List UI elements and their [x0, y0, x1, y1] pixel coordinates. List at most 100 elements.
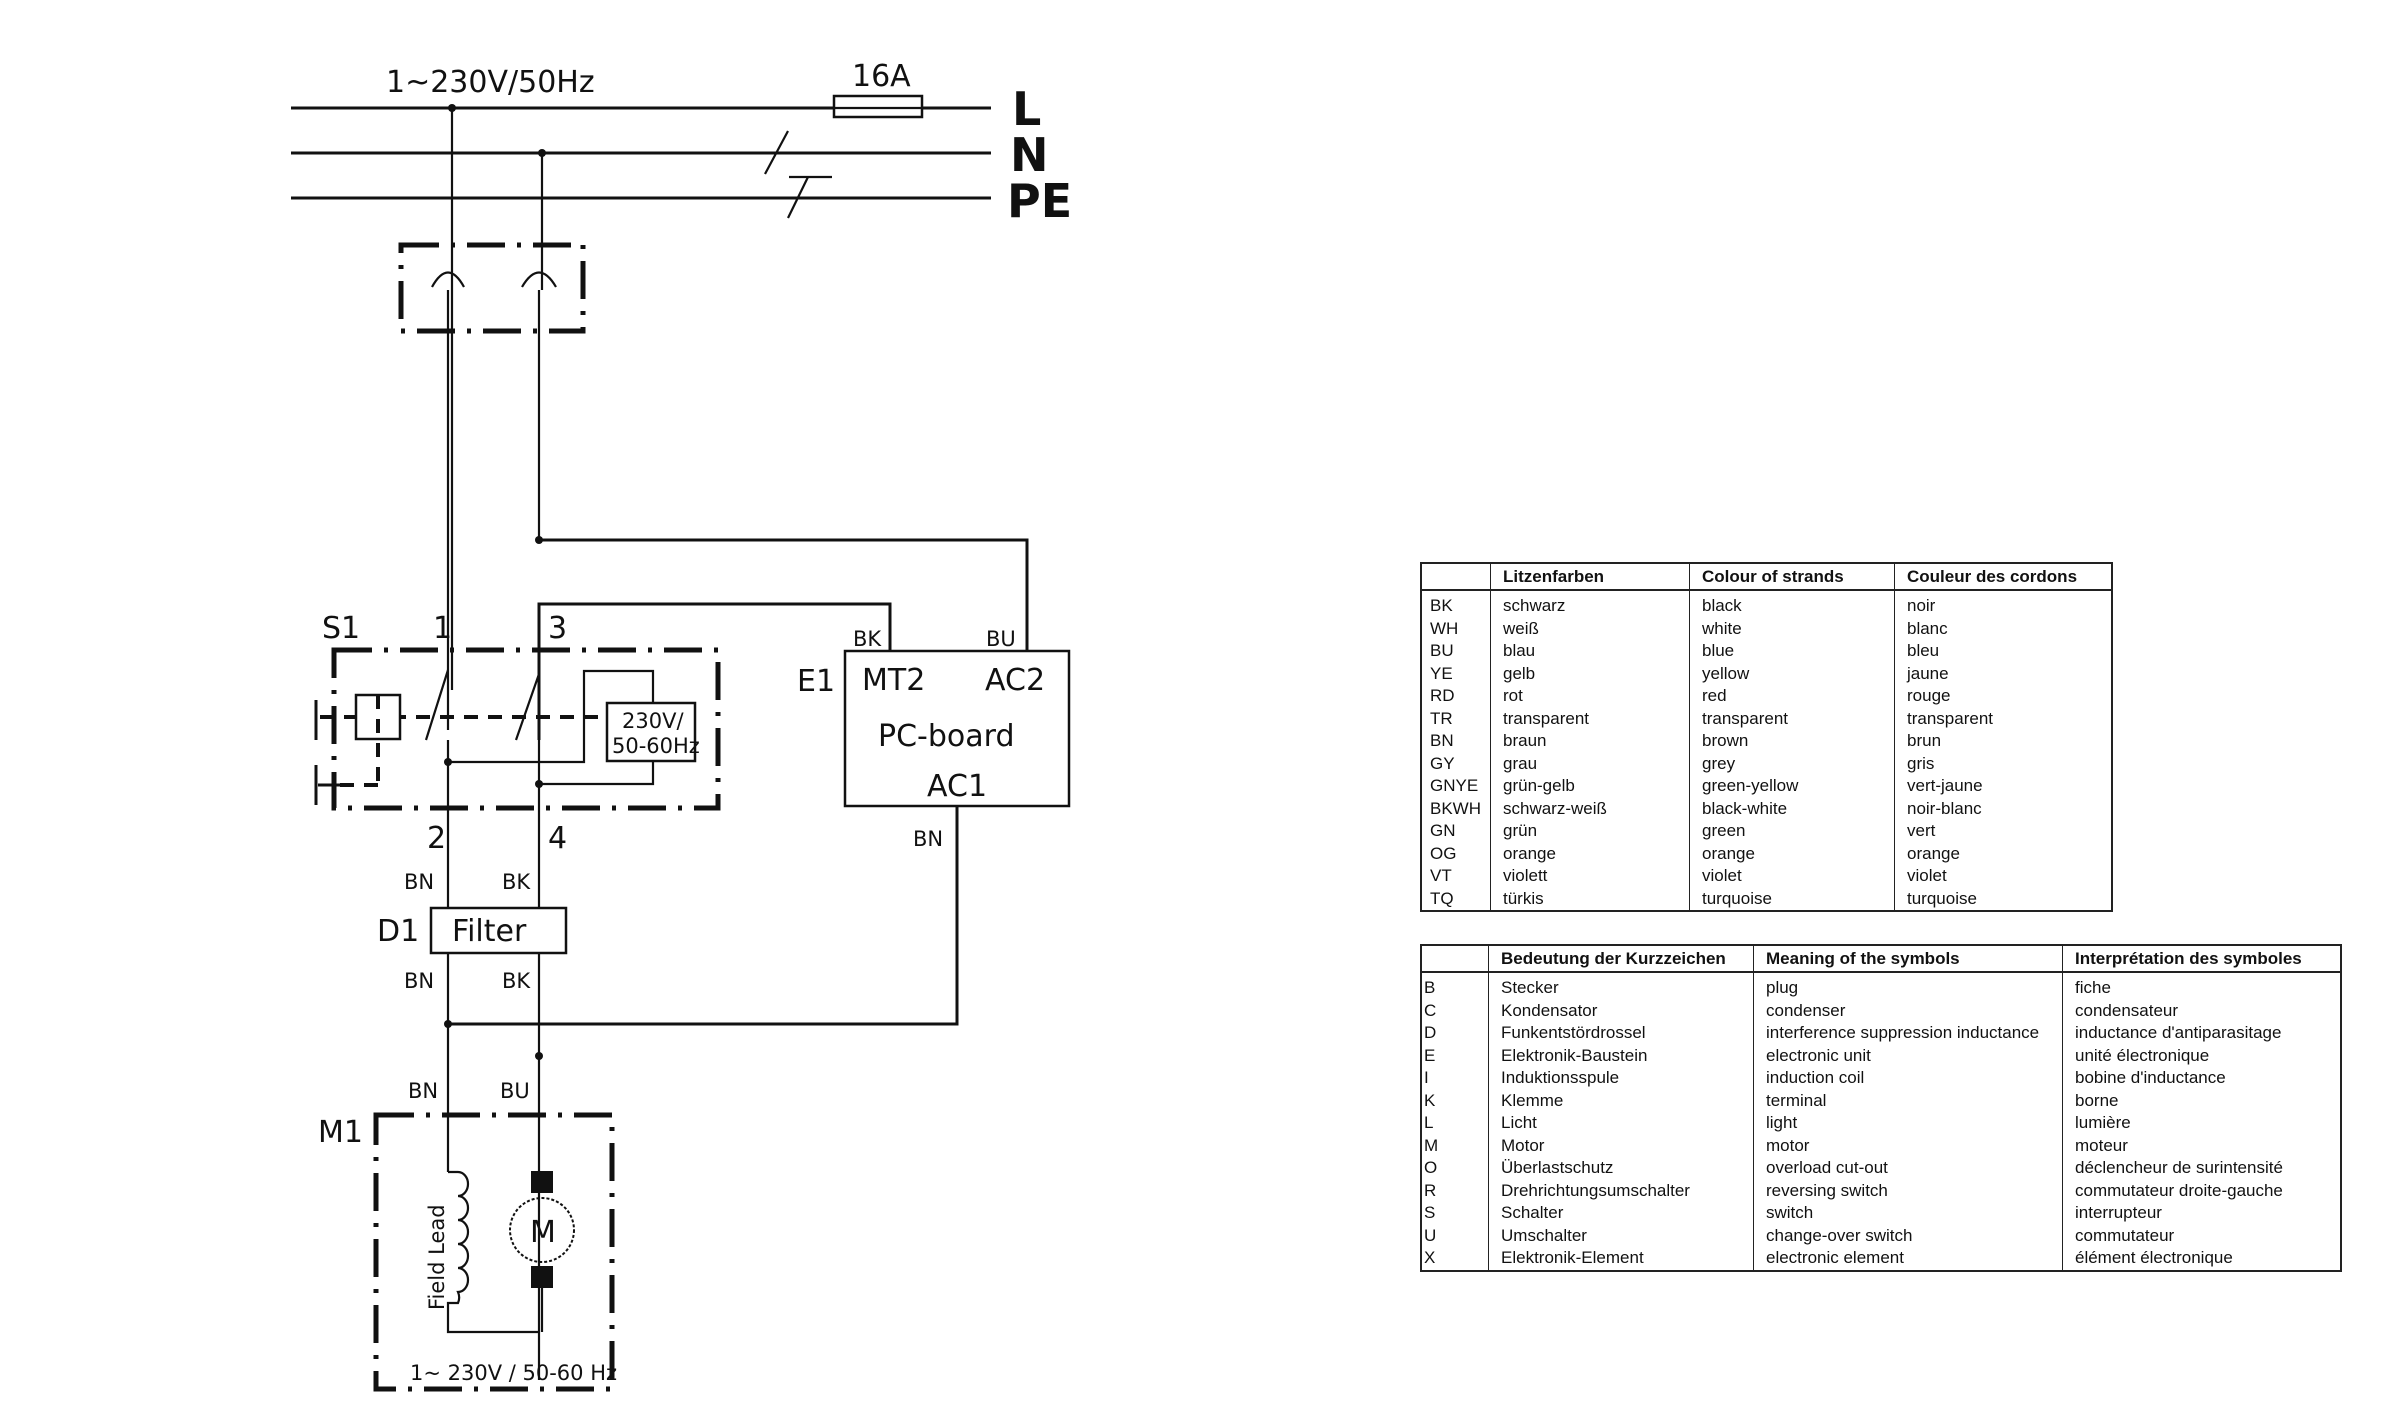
cell-code: GY	[1430, 753, 1455, 773]
motor-rating: 1~ 230V / 50-60 Hz	[410, 1361, 617, 1385]
cell-french: rouge	[1894, 685, 2112, 708]
header-code	[1421, 945, 1489, 973]
cell-code: TR	[1430, 708, 1453, 728]
cell-german: Induktionsspule	[1488, 1067, 1754, 1090]
symbol-legend-table: Bedeutung der Kurzzeichen Meaning of the…	[1420, 944, 2342, 1272]
cell-code: B	[1424, 978, 1436, 997]
cell-code: TQ	[1430, 888, 1454, 908]
pcb-wire-ac2-label: BU	[986, 627, 1016, 651]
cell-code: L	[1424, 1113, 1434, 1132]
cell-english: plug	[1753, 972, 2063, 1000]
cell-english: overload cut-out	[1753, 1157, 2063, 1180]
header-french: Interprétation des symboles	[2062, 945, 2341, 973]
cell-code: BU	[1430, 641, 1454, 660]
cell-english: brown	[1689, 730, 1895, 753]
cell-french: turquoise	[1894, 887, 2112, 911]
pcb-wire-ac1-label: BN	[913, 827, 943, 851]
cell-german: schwarz	[1490, 590, 1690, 618]
cell-english: turquoise	[1689, 887, 1895, 911]
cell-english: motor	[1753, 1134, 2063, 1157]
cell-english: black-white	[1689, 797, 1895, 820]
cell-code: RD	[1430, 686, 1455, 705]
switch-terminal-4: 4	[548, 821, 567, 856]
header-english: Meaning of the symbols	[1753, 945, 2063, 973]
cell-english: reversing switch	[1753, 1179, 2063, 1202]
cell-english: orange	[1689, 842, 1895, 865]
cell-german: grün-gelb	[1490, 775, 1690, 798]
cell-german: blau	[1490, 640, 1690, 663]
colour-legend-table: Litzenfarben Colour of strands Couleur d…	[1420, 562, 2113, 912]
cell-code: I	[1424, 1068, 1429, 1087]
cell-german: Elektronik-Element	[1488, 1247, 1754, 1271]
cell-code: BKWH	[1430, 798, 1481, 818]
switch-ref: S1	[322, 611, 360, 646]
cell-code: OG	[1430, 843, 1457, 863]
cell-german: orange	[1490, 842, 1690, 865]
colour-table-header: Litzenfarben Colour of strands Couleur d…	[1421, 563, 2112, 591]
pcb-pin-ac2: AC2	[985, 663, 1045, 698]
junction-lamp-1	[444, 758, 452, 766]
plug-enclosure	[398, 242, 586, 334]
plug-b	[398, 242, 586, 334]
switch-lamp-label-1: 230V/	[622, 709, 684, 733]
pcb-box	[843, 649, 1071, 808]
cell-french: lumière	[2062, 1112, 2341, 1135]
cell-french: bleu	[1894, 640, 2112, 663]
filter-d1: D1 Filter BN BK BN BK	[377, 870, 568, 993]
cell-code: X	[1424, 1248, 1436, 1267]
symbol-table-header: Bedeutung der Kurzzeichen Meaning of the…	[1421, 945, 2341, 973]
cell-english: green-yellow	[1689, 775, 1895, 798]
pcb-ref: E1	[797, 664, 835, 699]
cell-english: red	[1689, 685, 1895, 708]
cell-code: BN	[1430, 731, 1454, 750]
cell-french: vert	[1894, 820, 2112, 843]
field-coil	[446, 1170, 539, 1334]
cell-code: WH	[1430, 618, 1459, 638]
motor-ref: M1	[318, 1115, 363, 1150]
cell-french: transparent	[1894, 707, 2112, 730]
cell-code: D	[1424, 1023, 1437, 1042]
wire-t3-to-mt2	[537, 602, 892, 740]
cell-german: Umschalter	[1488, 1224, 1754, 1247]
junction-lamp-2	[535, 780, 543, 788]
cell-french: inductance d'antiparasitage	[2062, 1022, 2341, 1045]
fuse-label: 16A	[852, 59, 911, 94]
pcb-pin-ac1: AC1	[927, 769, 987, 804]
cell-german: Überlastschutz	[1488, 1157, 1754, 1180]
switch-lamp-label-2: 50-60Hz	[612, 734, 700, 758]
cell-french: violet	[1894, 865, 2112, 888]
header-german: Litzenfarben	[1490, 563, 1690, 591]
switch-s1: 230V/ 50-60Hz S1 1 3 2 4	[314, 611, 721, 1380]
switch-terminal-2: 2	[427, 821, 446, 856]
cell-english: interference suppression inductance	[1753, 1022, 2063, 1045]
cell-code: VT	[1430, 866, 1452, 885]
pcb-pin-mt2: MT2	[862, 663, 925, 698]
junction-bu	[535, 1052, 543, 1060]
plug-socket-contact-l	[431, 271, 465, 288]
cell-english: light	[1753, 1112, 2063, 1135]
cell-german: Motor	[1488, 1134, 1754, 1157]
cell-english: electronic element	[1753, 1247, 2063, 1271]
supply-bus: 16A 1~230V/50Hz L N PE	[291, 59, 1072, 228]
cell-french: vert-jaune	[1894, 775, 2112, 798]
cell-german: Kondensator	[1488, 999, 1754, 1022]
header-french: Couleur des cordons	[1894, 563, 2112, 591]
cell-german: Drehrichtungsumschalter	[1488, 1179, 1754, 1202]
lamp-wire-top	[448, 669, 655, 764]
cable-mark-pe	[787, 176, 809, 219]
cell-code: O	[1424, 1158, 1438, 1177]
